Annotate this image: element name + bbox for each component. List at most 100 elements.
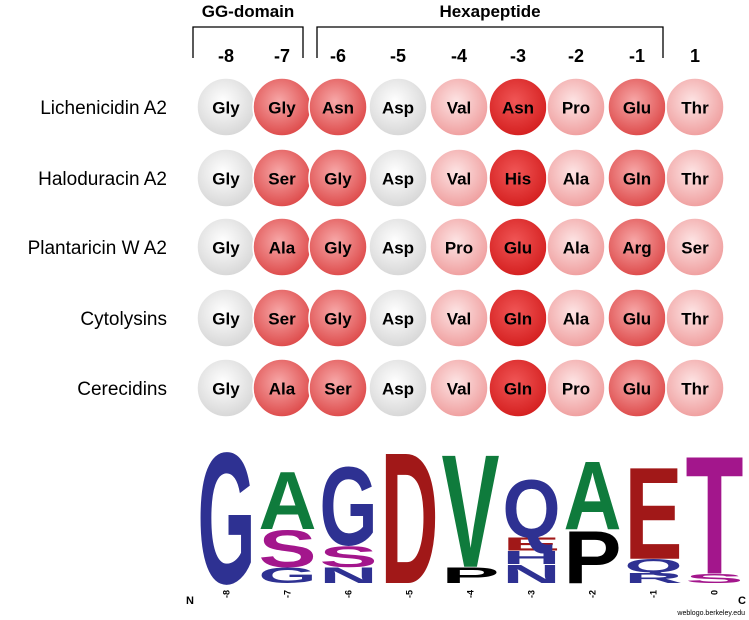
residue-label: Gly	[212, 99, 240, 118]
residue-label: His	[505, 170, 531, 189]
bracket-hexapeptide	[316, 26, 664, 58]
residue-label: Val	[447, 170, 472, 189]
logo-letter: Q	[625, 556, 683, 577]
residue-label: Thr	[681, 99, 709, 118]
residue-label: Gly	[212, 170, 240, 189]
logo-c-label: C	[738, 595, 746, 607]
residue-circle	[429, 217, 489, 277]
logo-letter: A	[259, 455, 317, 547]
residue-label: Asp	[382, 170, 414, 189]
position-label: -6	[330, 46, 346, 66]
residue-label: Gln	[504, 310, 532, 329]
residue-label: Val	[447, 310, 472, 329]
logo-tick-label: -6	[344, 590, 354, 598]
logo-tick-label: -1	[649, 590, 659, 598]
residue-label: Ala	[269, 239, 296, 258]
logo-tick-label: -4	[466, 590, 476, 598]
residue-circle	[546, 148, 606, 208]
residue-circle	[308, 217, 368, 277]
position-label: -8	[218, 46, 234, 66]
row-label: Cytolysins	[80, 309, 167, 330]
residue-label: Gly	[268, 99, 296, 118]
residue-label: Asn	[322, 99, 354, 118]
residue-label: Ala	[563, 310, 590, 329]
residue-label: Ala	[269, 380, 296, 399]
position-label: -3	[510, 46, 526, 66]
logo-n-label: N	[186, 595, 194, 607]
residue-label: Gly	[324, 239, 352, 258]
residue-circle	[368, 358, 428, 418]
logo-letter: G	[197, 413, 255, 620]
residue-circle	[308, 77, 368, 137]
logo-tick-label: -7	[283, 590, 293, 598]
logo-letter: E	[625, 439, 683, 586]
residue-label: Ser	[268, 170, 296, 189]
logo-letter: S	[259, 519, 317, 578]
residue-circle	[665, 148, 725, 208]
residue-label: Val	[447, 380, 472, 399]
residue-circle	[308, 148, 368, 208]
residue-label: Gly	[212, 239, 240, 258]
residue-label: Glu	[623, 99, 651, 118]
residue-label: Thr	[681, 170, 709, 189]
logo-letter: D	[380, 413, 438, 620]
residue-label: Asp	[382, 99, 414, 118]
group-label-hexapeptide: Hexapeptide	[439, 2, 540, 21]
logo-credit: weblogo.berkeley.edu	[676, 610, 745, 617]
logo-letter: A	[564, 441, 622, 550]
residue-label: Ala	[563, 239, 590, 258]
residue-label: Gly	[324, 310, 352, 329]
logo-tick-label: -2	[588, 590, 598, 598]
logo-letter: P	[564, 515, 622, 599]
residue-circle	[308, 358, 368, 418]
residue-label: Asn	[502, 99, 534, 118]
residue-circle	[546, 77, 606, 137]
bracket-gg-domain	[192, 26, 304, 58]
logo-letter: T	[686, 421, 744, 610]
residue-circle	[368, 288, 428, 348]
logo-letter: Q	[503, 463, 561, 555]
residue-label: Thr	[681, 380, 709, 399]
position-label: -5	[390, 46, 406, 66]
residue-label: Gly	[212, 310, 240, 329]
position-label: -7	[274, 46, 290, 66]
position-label: -2	[568, 46, 584, 66]
residue-label: Glu	[504, 239, 532, 258]
group-label-gg-domain: GG-domain	[202, 2, 295, 21]
residue-label: Ser	[324, 380, 352, 399]
residue-label: Pro	[562, 380, 590, 399]
residue-circle	[368, 148, 428, 208]
residue-circle	[665, 77, 725, 137]
logo-letter: N	[319, 563, 377, 588]
residue-label: Glu	[623, 380, 651, 399]
residue-circle	[546, 288, 606, 348]
residue-circle	[308, 288, 368, 348]
residue-label: Glu	[623, 310, 651, 329]
logo-letter: V	[442, 423, 500, 602]
logo-letter: S	[686, 571, 744, 586]
row-label: Lichenicidin A2	[40, 98, 167, 119]
logo-tick-label: 0	[710, 590, 720, 595]
residue-label: Ala	[563, 170, 590, 189]
residue-circle	[546, 358, 606, 418]
logo-tick-label: -5	[405, 590, 415, 598]
residue-circle	[665, 358, 725, 418]
residue-label: Gly	[212, 380, 240, 399]
residue-label: Asp	[382, 380, 414, 399]
logo-letter: G	[258, 563, 316, 588]
logo-letter: E	[503, 534, 561, 555]
residue-circle	[546, 217, 606, 277]
position-label: -4	[451, 46, 467, 66]
logo-letter: N	[503, 560, 561, 589]
residue-label: Asp	[382, 310, 414, 329]
residue-label: Thr	[681, 310, 709, 329]
residue-label: Pro	[562, 99, 590, 118]
residue-label: Ser	[681, 239, 709, 258]
position-label: -1	[629, 46, 645, 66]
logo-letter: R	[625, 570, 683, 587]
residue-circle	[429, 77, 489, 137]
residue-label: Gln	[623, 170, 651, 189]
